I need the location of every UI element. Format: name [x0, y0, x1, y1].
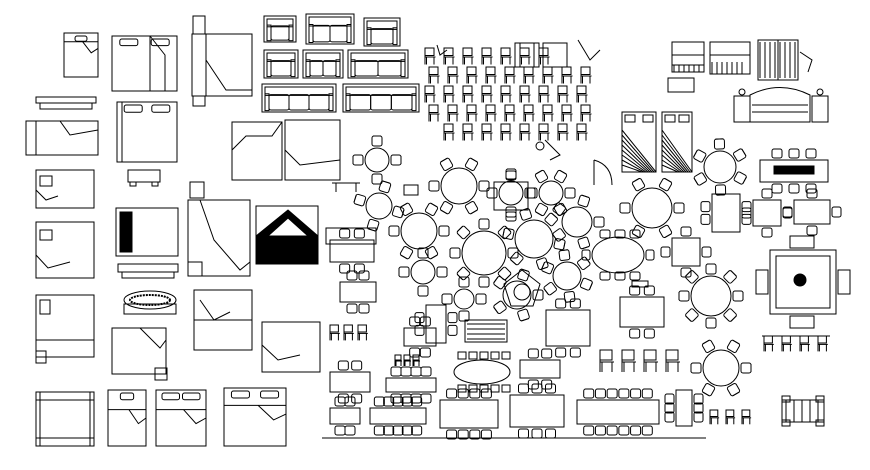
- rectangular-tables: [322, 148, 851, 440]
- bed-hatched: [621, 111, 693, 173]
- bed-bottom-row: [107, 387, 287, 447]
- bed-double-folded-2: [187, 15, 253, 351]
- chair-elevations: [424, 39, 601, 161]
- bed-double-folded: [111, 35, 179, 279]
- round-tables: [332, 135, 752, 397]
- sofa-set: [261, 13, 420, 113]
- bed-headboard-ornate: [111, 290, 177, 381]
- bed-column-left: [25, 32, 99, 447]
- bed-elevations: [667, 39, 829, 123]
- bed-mid: [231, 119, 341, 373]
